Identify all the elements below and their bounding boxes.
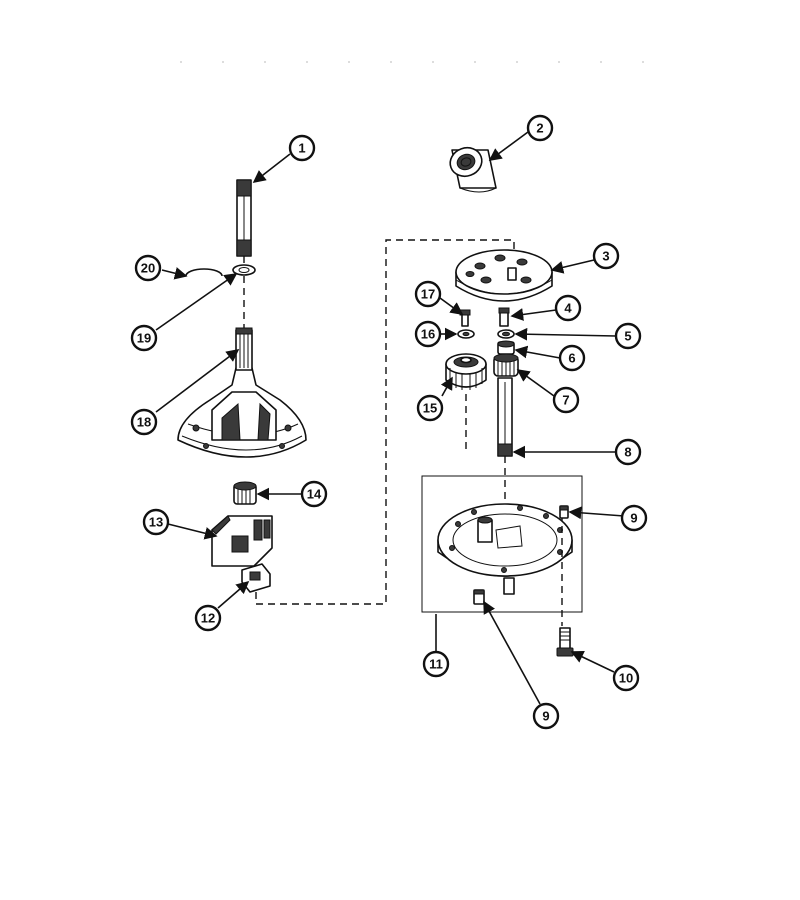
part-collar-6 [497, 340, 515, 355]
part-stud-4 [498, 307, 510, 327]
callout-3: 3 [592, 242, 620, 270]
part-washer-16 [457, 329, 475, 339]
part-gear-7 [493, 353, 519, 377]
svg-text:16: 16 [421, 327, 435, 342]
part-bolt-10 [556, 627, 574, 657]
part-pinion-gear-14 [233, 481, 257, 505]
assembly-11-frame [421, 475, 583, 613]
callout-14: 14 [300, 480, 328, 508]
svg-text:3: 3 [602, 249, 609, 264]
part-washer-5 [497, 329, 515, 339]
svg-text:18: 18 [137, 415, 151, 430]
svg-text:20: 20 [141, 261, 155, 276]
part-pulley-disc-3 [455, 249, 553, 302]
callout-2: 2 [526, 114, 554, 142]
callout-13: 13 [142, 508, 170, 536]
part-stud-9-bottom [473, 589, 485, 605]
callout-10: 10 [612, 664, 640, 692]
svg-text:17: 17 [421, 287, 435, 302]
part-shift-block-13 [211, 515, 273, 567]
part-shaft-8 [497, 377, 513, 457]
callout-12: 12 [194, 604, 222, 632]
part-block-12 [241, 563, 271, 593]
callout-16: 16 [414, 320, 442, 348]
svg-text:12: 12 [201, 611, 215, 626]
callout-7: 7 [552, 386, 580, 414]
svg-text:13: 13 [149, 515, 163, 530]
svg-text:1: 1 [298, 141, 305, 156]
svg-text:19: 19 [137, 331, 151, 346]
part-stud-9-top [559, 505, 569, 519]
callout-6: 6 [558, 344, 586, 372]
leader-lines [155, 131, 625, 705]
callout-19: 19 [130, 324, 158, 352]
linkage-dashed-path [255, 239, 515, 605]
svg-text:4: 4 [564, 301, 572, 316]
part-transmission-housing-18 [177, 327, 307, 458]
svg-text:6: 6 [568, 351, 575, 366]
part-base-plate-11 [437, 503, 573, 595]
part-retaining-ring-20 [185, 268, 223, 277]
part-washer-19 [232, 264, 256, 276]
callout-11: 11 [422, 650, 450, 678]
svg-text:9: 9 [542, 709, 549, 724]
svg-text:9: 9 [630, 511, 637, 526]
callout-9-top: 9 [620, 504, 648, 532]
part-bushing-2 [449, 146, 497, 193]
svg-text:14: 14 [307, 487, 322, 502]
svg-text:8: 8 [624, 445, 631, 460]
svg-text:15: 15 [423, 401, 437, 416]
callout-18: 18 [130, 408, 158, 436]
svg-text:7: 7 [562, 393, 569, 408]
svg-text:5: 5 [624, 329, 631, 344]
callout-9-bottom: 9 [532, 702, 560, 730]
part-screw-17 [459, 309, 471, 327]
svg-text:2: 2 [536, 121, 543, 136]
part-gear-15 [445, 353, 487, 390]
callout-5: 5 [614, 322, 642, 350]
svg-text:11: 11 [429, 657, 443, 672]
callout-8: 8 [614, 438, 642, 466]
callout-4: 4 [554, 294, 582, 322]
svg-text:10: 10 [619, 671, 633, 686]
callout-20: 20 [134, 254, 162, 282]
callout-1: 1 [288, 134, 316, 162]
part-shaft-1 [236, 179, 252, 257]
callout-17: 17 [414, 280, 442, 308]
callout-15: 15 [416, 394, 444, 422]
